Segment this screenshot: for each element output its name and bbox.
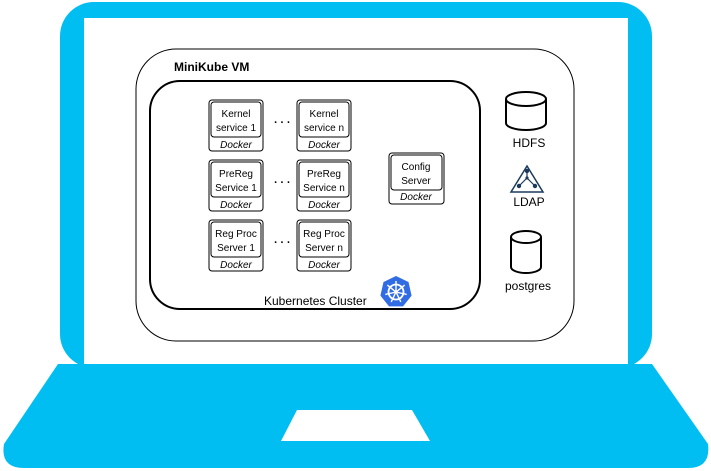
laptop-touchpad [281, 410, 430, 441]
kubernetes-icon [380, 276, 412, 307]
service-label-line2: Server n [305, 243, 343, 254]
service-label-line2: Service n [303, 183, 345, 194]
service-prereg-1: PreReg Service 1 Docker [208, 159, 264, 212]
docker-label: Docker [220, 140, 252, 151]
ldap-icon [509, 164, 545, 193]
docker-label: Docker [220, 260, 252, 271]
service-label-line1: Kernel [310, 109, 339, 120]
docker-label: Docker [400, 192, 432, 203]
service-label-line2: service n [304, 123, 344, 134]
postgres-label: postgres [505, 279, 551, 293]
hdfs-database-icon [505, 91, 547, 131]
postgres-database-icon [510, 230, 542, 274]
service-label-line2: Service 1 [215, 183, 257, 194]
service-prereg-n: PreReg Service n Docker [296, 159, 352, 212]
service-label-line2: Server 1 [217, 243, 255, 254]
ellipsis: ... [273, 110, 292, 127]
docker-label: Docker [308, 200, 340, 211]
docker-label: Docker [308, 260, 340, 271]
service-label-line2: service 1 [216, 123, 256, 134]
service-kernel-1: Kernel service 1 Docker [208, 99, 264, 152]
service-label-line1: Kernel [222, 109, 251, 120]
minikube-vm-title: MiniKube VM [174, 60, 249, 74]
service-config-server: Config Server Docker [388, 152, 445, 205]
service-label-line1: PreReg [307, 169, 341, 180]
docker-label: Docker [308, 140, 340, 151]
ldap-label: LDAP [513, 195, 544, 209]
service-label-line2: Server [401, 176, 431, 187]
ellipsis: ... [273, 170, 292, 187]
service-label-line1: Reg Proc [303, 229, 345, 240]
docker-label: Docker [220, 200, 252, 211]
kubernetes-cluster-label: Kubernetes Cluster [264, 294, 367, 308]
service-label-line1: PreReg [219, 169, 253, 180]
service-label-line1: Reg Proc [215, 229, 257, 240]
ellipsis: ... [273, 230, 292, 247]
hdfs-label: HDFS [513, 136, 546, 150]
service-regproc-1: Reg Proc Server 1 Docker [208, 219, 264, 272]
service-regproc-n: Reg Proc Server n Docker [296, 219, 352, 272]
service-kernel-n: Kernel service n Docker [296, 99, 352, 152]
service-label-line1: Config [402, 162, 431, 173]
